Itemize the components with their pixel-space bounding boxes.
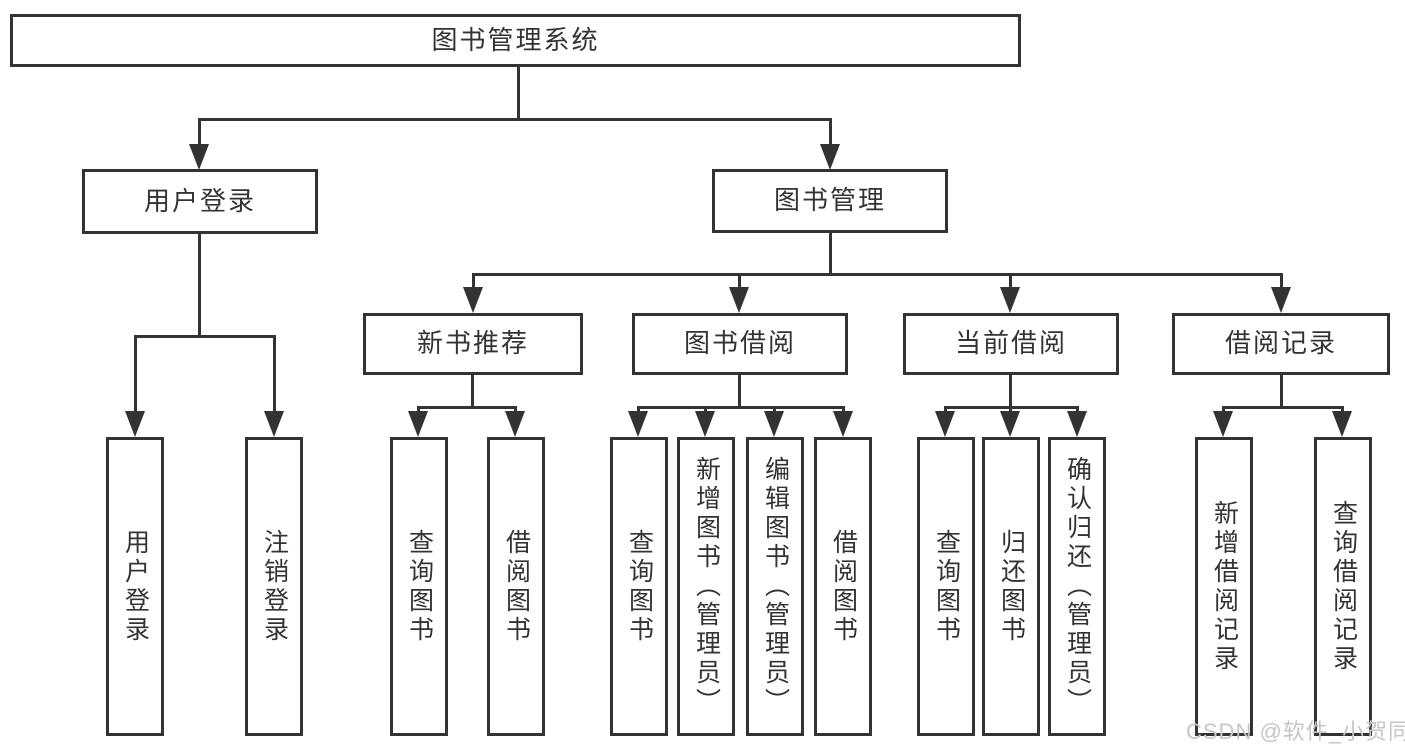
- connector-line: [637, 406, 845, 409]
- arrowhead-down-icon: [764, 411, 784, 437]
- connector-line: [198, 118, 201, 146]
- connector-line: [198, 118, 832, 121]
- arrowhead-down-icon: [1213, 411, 1233, 437]
- leaf-query-books-recommend: 查询图书: [390, 437, 448, 736]
- leaf-user-login: 用户登录: [106, 437, 164, 736]
- connector-line: [517, 67, 520, 118]
- node-library-management-system: 图书管理系统: [10, 14, 1021, 67]
- connector-line: [1009, 273, 1012, 289]
- connector-line: [471, 375, 474, 406]
- arrowhead-down-icon: [125, 411, 145, 437]
- leaf-logout: 注销登录: [245, 437, 303, 736]
- node-borrowing-records: 借阅记录: [1172, 313, 1390, 375]
- arrowhead-down-icon: [1332, 411, 1352, 437]
- leaf-borrow-books: 借阅图书: [814, 437, 872, 736]
- arrowhead-down-icon: [833, 411, 853, 437]
- arrowhead-down-icon: [264, 411, 284, 437]
- connector-line: [1341, 406, 1344, 414]
- connector-line: [1009, 406, 1012, 414]
- leaf-query-books-borrow: 查询图书: [610, 437, 668, 736]
- connector-line: [944, 406, 947, 414]
- connector-line: [1009, 375, 1012, 406]
- node-user-login: 用户登录: [82, 169, 318, 234]
- arrowhead-down-icon: [463, 287, 483, 313]
- arrowhead-down-icon: [1000, 287, 1020, 313]
- connector-line: [514, 406, 517, 414]
- connector-line: [134, 335, 276, 338]
- csdn-watermark: CSDN @软件_小贺同学: [1186, 719, 1405, 744]
- leaf-add-borrow-record: 新增借阅记录: [1195, 437, 1253, 736]
- leaf-return-books: 归还图书: [982, 437, 1040, 736]
- arrowhead-down-icon: [1000, 411, 1020, 437]
- arrowhead-down-icon: [628, 411, 648, 437]
- connector-line: [1222, 406, 1343, 409]
- connector-line: [704, 406, 707, 414]
- node-new-book-recommendation: 新书推荐: [363, 313, 583, 375]
- leaf-add-books-admin: 新增图书（管理员）: [677, 437, 735, 736]
- leaf-query-books-current: 查询图书: [917, 437, 975, 736]
- connector-line: [829, 118, 832, 146]
- node-current-borrowing: 当前借阅: [903, 313, 1119, 375]
- connector-line: [738, 273, 741, 289]
- connector-line: [417, 406, 420, 414]
- arrowhead-down-icon: [505, 411, 525, 437]
- arrowhead-down-icon: [1067, 411, 1087, 437]
- connector-line: [472, 273, 475, 289]
- leaf-confirm-return-admin: 确认归还（管理员）: [1048, 437, 1106, 736]
- connector-line: [417, 406, 517, 409]
- arrowhead-down-icon: [695, 411, 715, 437]
- arrowhead-down-icon: [820, 144, 840, 170]
- connector-line: [472, 273, 1283, 276]
- connector-line: [1076, 406, 1079, 414]
- connector-line: [273, 335, 276, 413]
- connector-line: [1222, 406, 1225, 414]
- leaf-query-borrow-record: 查询借阅记录: [1314, 437, 1372, 736]
- arrowhead-down-icon: [189, 144, 209, 170]
- arrowhead-down-icon: [1271, 287, 1291, 313]
- node-book-borrowing: 图书借阅: [632, 313, 848, 375]
- leaf-edit-books-admin: 编辑图书（管理员）: [746, 437, 804, 736]
- connector-line: [1280, 375, 1283, 406]
- arrowhead-down-icon: [729, 287, 749, 313]
- arrowhead-down-icon: [935, 411, 955, 437]
- connector-line: [198, 234, 201, 335]
- connector-line: [829, 233, 832, 273]
- arrowhead-down-icon: [408, 411, 428, 437]
- connector-line: [637, 406, 640, 414]
- node-book-management: 图书管理: [712, 169, 948, 233]
- leaf-borrow-books-recommend: 借阅图书: [487, 437, 545, 736]
- connector-line: [134, 335, 137, 413]
- connector-line: [842, 406, 845, 414]
- connector-line: [773, 406, 776, 414]
- connector-line: [738, 375, 741, 406]
- connector-line: [1280, 273, 1283, 289]
